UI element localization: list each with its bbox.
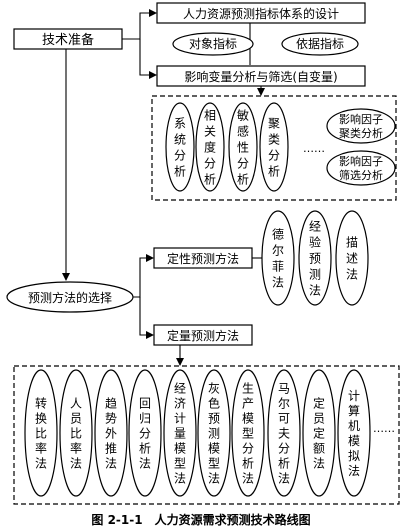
analysis-factor-0: 影响因子聚类分析	[326, 108, 396, 144]
quantitative-ellipsis: ……	[373, 422, 395, 435]
quantitative-method-3-label: 回归分析法	[139, 396, 151, 470]
indicator-design-label: 人力资源预测指标体系的设计	[183, 6, 339, 21]
quantitative-method-1-label: 人员比率法	[70, 396, 82, 470]
quantitative-method-9-label: 计算机模拟法	[348, 389, 360, 478]
quantitative-method-7-label: 马尔可夫分析法	[278, 381, 290, 485]
analysis-method-2: 敏感性分析	[228, 102, 258, 192]
quantitative-method-3-shape	[128, 369, 162, 497]
basis-indicator-ellipse	[281, 32, 359, 56]
analysis-factor-0-shape	[326, 108, 396, 144]
quantitative-method-5-shape	[197, 369, 231, 497]
analysis-factor-1: 影响因子筛选分析	[326, 150, 396, 186]
quantitative-box	[153, 324, 253, 346]
qualitative-method-2: 描述法	[335, 210, 369, 306]
qualitative-label: 定性预测方法	[167, 251, 239, 266]
qualitative-method-0-shape	[261, 210, 295, 306]
analysis-method-2-shape	[228, 102, 258, 192]
quantitative-method-9-shape	[337, 369, 371, 497]
arrow-to-qualitative	[133, 254, 154, 298]
qualitative-method-1-shape	[298, 210, 332, 306]
qualitative-method-0-label: 德尔菲法	[272, 226, 284, 289]
quantitative-method-5-label: 灰色预测模型法	[208, 381, 220, 485]
quantitative-method-4: 经济计量模型法	[163, 369, 197, 497]
analysis-ellipsis: ……	[303, 142, 325, 155]
quantitative-method-2-label: 趋势外推法	[105, 396, 117, 470]
basis-indicator-label: 依据指标	[296, 36, 344, 51]
quantitative-method-4-shape	[163, 369, 197, 497]
quantitative-method-6-label: 生产模型分析法	[242, 381, 254, 485]
analysis-method-3-shape	[259, 102, 289, 192]
analysis-method-1-shape	[195, 102, 225, 192]
quantitative-methods-group	[13, 365, 400, 505]
variable-analysis-label: 影响变量分析与筛选(自变量)	[184, 69, 337, 84]
analysis-method-3: 聚类分析	[259, 102, 289, 192]
analysis-method-3-label: 聚类分析	[268, 116, 280, 178]
quantitative-method-1: 人员比率法	[59, 369, 93, 497]
quantitative-method-0: 转换比率法	[24, 369, 58, 497]
quantitative-label: 定量预测方法	[167, 328, 239, 343]
analysis-method-1-label: 相关度分析	[204, 108, 216, 186]
arrow-to-quantitative	[139, 297, 154, 339]
quantitative-method-9: 计算机模拟法	[337, 369, 371, 497]
object-indicator-label: 对象指标	[189, 36, 237, 51]
arrow-to-indicator-design	[122, 9, 157, 40]
quantitative-method-0-label: 转换比率法	[35, 395, 47, 470]
quantitative-method-4-label: 经济计量模型法	[174, 381, 186, 485]
qualitative-method-1-label: 经验预测法	[309, 219, 321, 297]
analysis-methods-group	[151, 95, 397, 201]
analysis-method-0-shape	[165, 102, 195, 192]
analysis-method-0-label: 系统分析	[174, 116, 186, 178]
qualitative-method-2-label: 描述法	[346, 235, 358, 281]
object-indicator-ellipse	[172, 32, 254, 56]
quantitative-method-7: 马尔可夫分析法	[267, 369, 301, 497]
tech-prep-label: 技术准备	[42, 32, 94, 48]
arrow-to-variable-analysis	[139, 39, 157, 79]
qualitative-method-2-shape	[335, 210, 369, 306]
quantitative-method-6-shape	[231, 369, 265, 497]
quantitative-method-6: 生产模型分析法	[231, 369, 265, 497]
analysis-factor-1-shape	[326, 150, 396, 186]
quantitative-method-7-shape	[267, 369, 301, 497]
figure-caption: 图 2-1-1 人力资源需求预测技术路线图	[91, 512, 310, 527]
quantitative-method-1-shape	[59, 369, 93, 497]
analysis-factor-1-label: 影响因子筛选分析	[339, 155, 383, 182]
quantitative-method-3: 回归分析法	[128, 369, 162, 497]
method-selection-label: 预测方法的选择	[28, 290, 112, 305]
quantitative-method-2: 趋势外推法	[94, 369, 128, 497]
quantitative-method-8: 定员定额法	[302, 369, 336, 497]
qualitative-method-1: 经验预测法	[298, 210, 332, 306]
quantitative-method-5: 灰色预测模型法	[197, 369, 231, 497]
indicator-design-box	[156, 2, 366, 24]
analysis-method-1: 相关度分析	[195, 102, 225, 192]
analysis-method-0: 系统分析	[165, 102, 195, 192]
analysis-factor-0-label: 影响因子聚类分析	[339, 113, 383, 140]
quantitative-method-2-shape	[94, 369, 128, 497]
analysis-method-2-label: 敏感性分析	[237, 107, 249, 186]
quantitative-method-8-shape	[302, 369, 336, 497]
quantitative-method-0-shape	[24, 369, 58, 497]
quantitative-method-8-label: 定员定额法	[313, 395, 325, 470]
qualitative-method-0: 德尔菲法	[261, 210, 295, 306]
